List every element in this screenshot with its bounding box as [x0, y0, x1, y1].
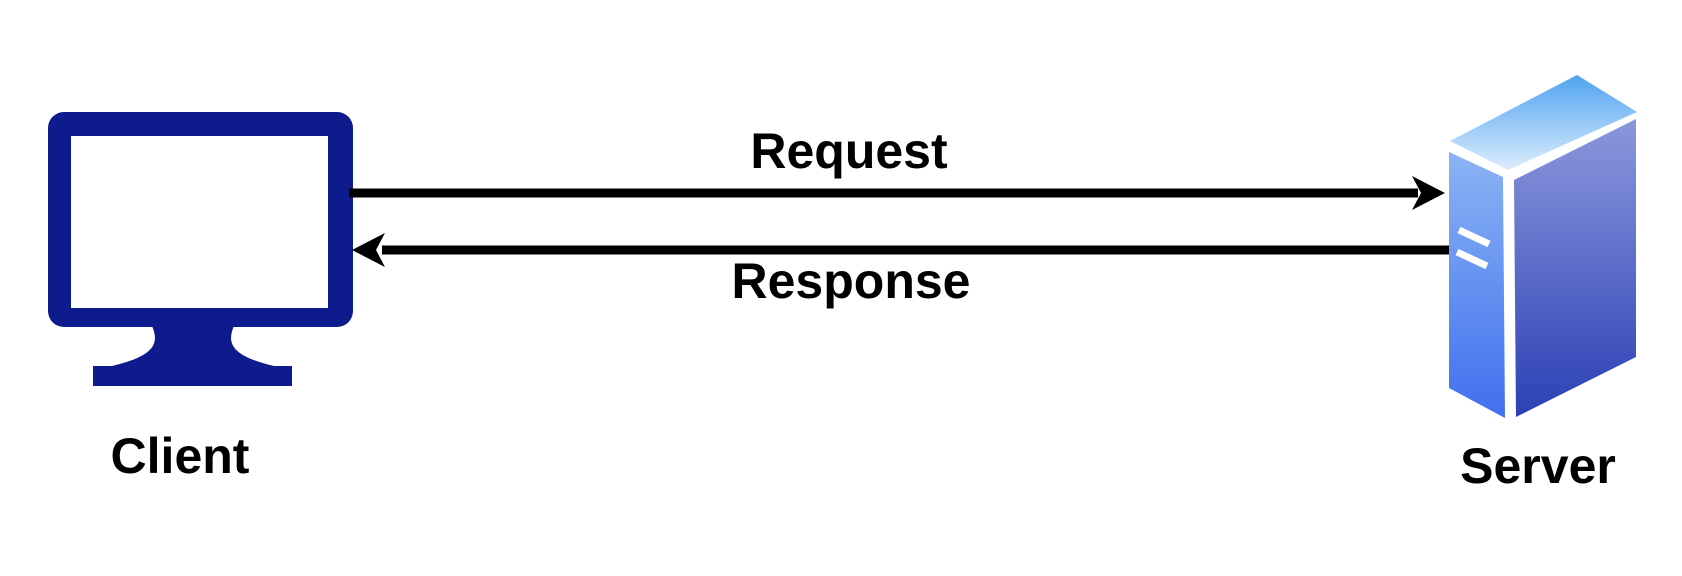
response-label: Response	[731, 253, 971, 309]
monitor-stand	[93, 326, 292, 386]
request-arrowhead-icon	[1412, 176, 1445, 210]
request-label: Request	[750, 123, 948, 179]
response-arrow	[352, 233, 1451, 267]
monitor-screen	[71, 136, 328, 308]
server-vent-icon	[1457, 226, 1491, 248]
server-top-face	[1450, 75, 1637, 170]
client-label: Client	[110, 428, 250, 484]
server-side-face	[1514, 119, 1636, 417]
server-front-face	[1449, 152, 1505, 418]
server-tower-icon	[1449, 75, 1637, 418]
desktop-monitor-icon	[48, 112, 353, 386]
response-arrowhead-icon	[352, 233, 385, 267]
server-label: Server	[1460, 438, 1616, 494]
server-vent-icon	[1455, 248, 1489, 270]
request-arrow	[349, 176, 1445, 210]
